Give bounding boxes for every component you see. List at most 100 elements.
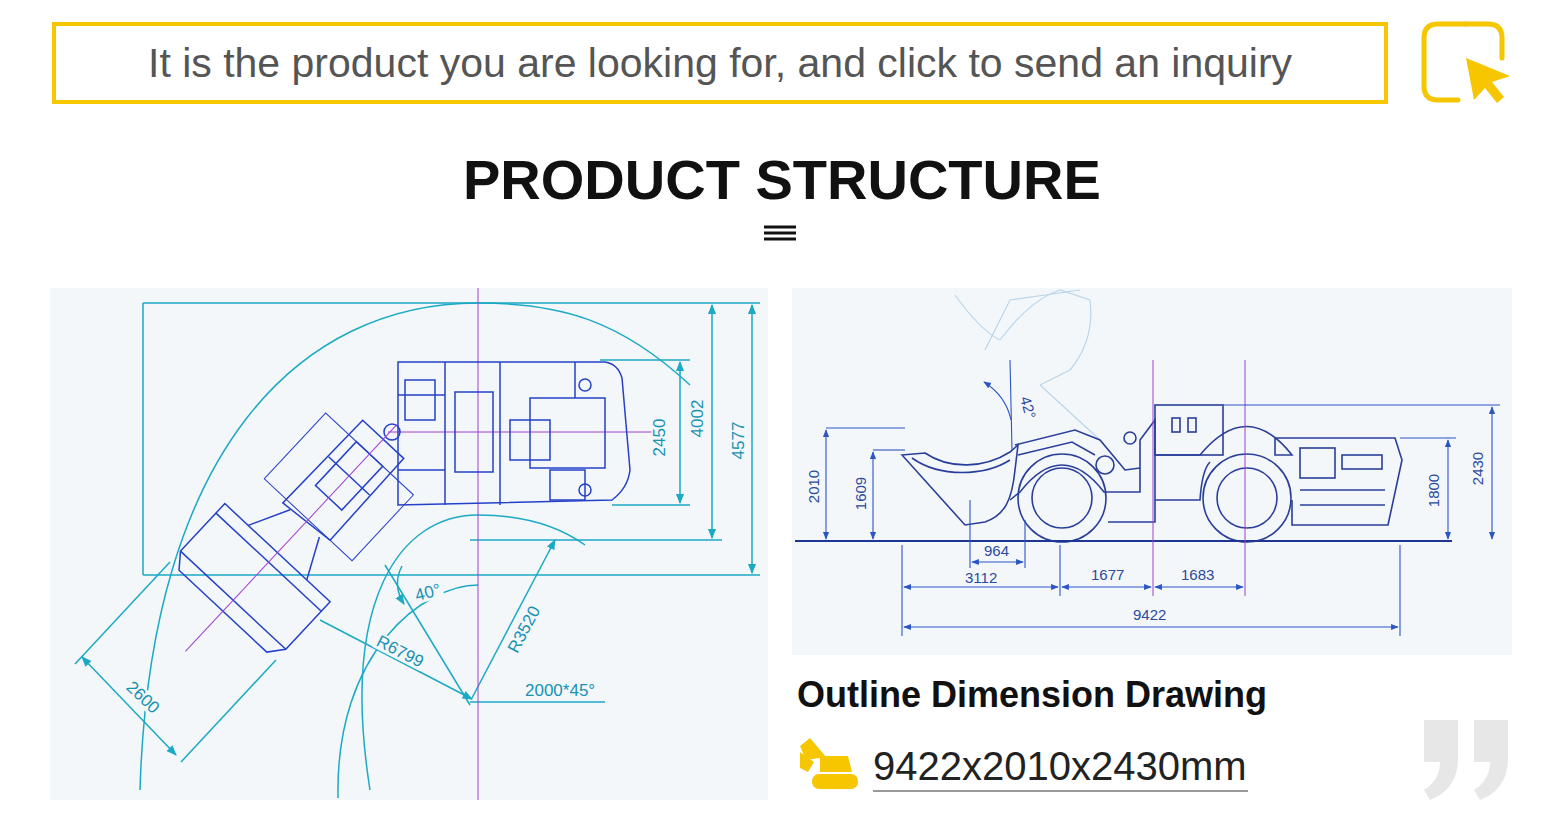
quote-mark-part	[1424, 720, 1458, 800]
turning-envelope-part	[612, 504, 690, 506]
loader-front-frame-part	[248, 496, 290, 539]
loader-side-view-part	[1300, 489, 1385, 491]
dimension-lines-part	[969, 500, 970, 568]
value-underline	[873, 790, 1248, 792]
ground-line	[795, 540, 1452, 542]
chamfer-label: 2000*45°	[523, 682, 597, 699]
turning-envelope-part	[143, 574, 760, 576]
dimension-lines-part	[901, 545, 902, 636]
dimension-label: 2010	[806, 468, 821, 505]
turning-envelope-part	[751, 305, 753, 573]
turning-envelope-part	[470, 539, 722, 541]
centerline	[1153, 360, 1245, 596]
loader-rear-frame-part	[405, 380, 435, 420]
loader-side-view-part	[1018, 454, 1106, 542]
turning-envelope-part	[385, 565, 470, 705]
centerline-part	[1153, 360, 1154, 596]
dimension-label: 1609	[853, 475, 868, 512]
turning-envelope-part	[143, 302, 760, 304]
dimension-lines-part	[1010, 360, 1012, 450]
turning-envelope-part	[181, 660, 276, 762]
loader-side-view-part	[1124, 432, 1136, 444]
cursor-icon-part	[1466, 24, 1502, 58]
dimension-label: 4002	[689, 398, 706, 440]
section-title: PRODUCT STRUCTURE	[463, 152, 1101, 208]
loader-rear-frame-part	[530, 398, 605, 468]
right-panel	[792, 288, 1512, 655]
left-panel	[50, 288, 768, 800]
drawing-caption: Outline Dimension Drawing	[797, 677, 1267, 713]
loader-side-view-part	[1203, 454, 1291, 542]
dimension-label: 4577	[730, 420, 747, 462]
dimension-label: 1800	[1426, 472, 1441, 509]
divider-icon-part	[764, 238, 796, 241]
turning-envelope-part	[142, 303, 144, 575]
dimension-lines-part	[873, 449, 905, 450]
dimension-lines-part	[1400, 437, 1456, 438]
loader-front-frame-part	[292, 537, 334, 580]
dimension-lines-part	[872, 452, 873, 539]
inquiry-banner: It is the product you are looking for, a…	[52, 22, 1388, 104]
dimension-label: 2430	[1470, 450, 1485, 487]
loader-rear-frame-part	[499, 362, 501, 505]
loader-side-view-part	[912, 458, 1010, 473]
loader-front-frame	[133, 376, 450, 701]
dimension-label: 1683	[1179, 567, 1216, 582]
lifted-bucket-ghost-part	[985, 290, 1080, 350]
excavator-icon-part	[800, 752, 814, 772]
loader-rear-frame-part	[384, 424, 400, 440]
loader-rear-frame-part	[550, 470, 585, 500]
loader-rear-frame-part	[579, 484, 591, 496]
turning-envelope-part	[397, 566, 404, 604]
loader-side-view-part	[1155, 462, 1210, 500]
dimension-label: 9422	[1131, 607, 1168, 622]
quote-mark-part	[1474, 720, 1508, 800]
centerline-part	[388, 432, 655, 433]
loader-side-view-part	[1155, 427, 1402, 526]
loader-side-view-part	[1300, 448, 1335, 478]
dimension-lines-part	[1024, 520, 1025, 568]
dimension-lines-part	[1059, 545, 1060, 596]
dimension-lines-part	[904, 626, 1398, 627]
loader-rear-frame-part	[444, 362, 446, 505]
loader-side-view-part	[902, 445, 1018, 525]
turning-envelope-part	[679, 362, 681, 503]
lifted-bucket-ghost-part	[1000, 290, 1091, 385]
overall-size-label: 9422x2010x2430mm	[873, 746, 1247, 786]
divider-icon-part	[764, 232, 796, 235]
dimension-lines-part	[825, 430, 826, 539]
dimension-lines-part	[984, 382, 1011, 420]
loader-rear-frame-part	[579, 379, 591, 391]
dimension-lines-part	[1062, 586, 1151, 587]
loader-rear-frame	[384, 362, 630, 505]
centerline-part	[478, 288, 479, 800]
turning-envelope-part	[472, 540, 555, 698]
loader-side-view-part	[1217, 468, 1277, 528]
turning-envelope-part	[320, 620, 472, 699]
quote-mark	[1424, 720, 1508, 800]
turning-envelope	[75, 303, 760, 798]
dimension-lines-part	[1222, 404, 1500, 405]
dimension-lines-part	[1491, 407, 1492, 539]
excavator-icon-part	[812, 774, 858, 789]
loader-rear-frame-part	[574, 362, 576, 398]
dimension-lines-part	[1155, 586, 1243, 587]
loader-rear-frame-part	[398, 469, 445, 471]
centerline-part	[1245, 360, 1246, 596]
dimension-label: 3112	[963, 570, 999, 585]
loader-side-view-part	[1300, 504, 1385, 506]
ground-line-part	[795, 540, 1452, 542]
divider-icon-part	[764, 226, 796, 229]
dimension-lines-part	[904, 586, 1058, 587]
loader-rear-frame-part	[398, 362, 630, 505]
loader-rear-frame-part	[455, 392, 493, 472]
dimension-label: 964	[982, 543, 1011, 558]
turning-envelope-part	[140, 303, 690, 790]
turning-envelope-part	[600, 359, 690, 361]
cursor-icon	[1424, 24, 1510, 103]
dimension-label: 1677	[1089, 567, 1126, 582]
cursor-icon-part	[1466, 58, 1510, 103]
dimension-lines-part	[826, 427, 905, 428]
